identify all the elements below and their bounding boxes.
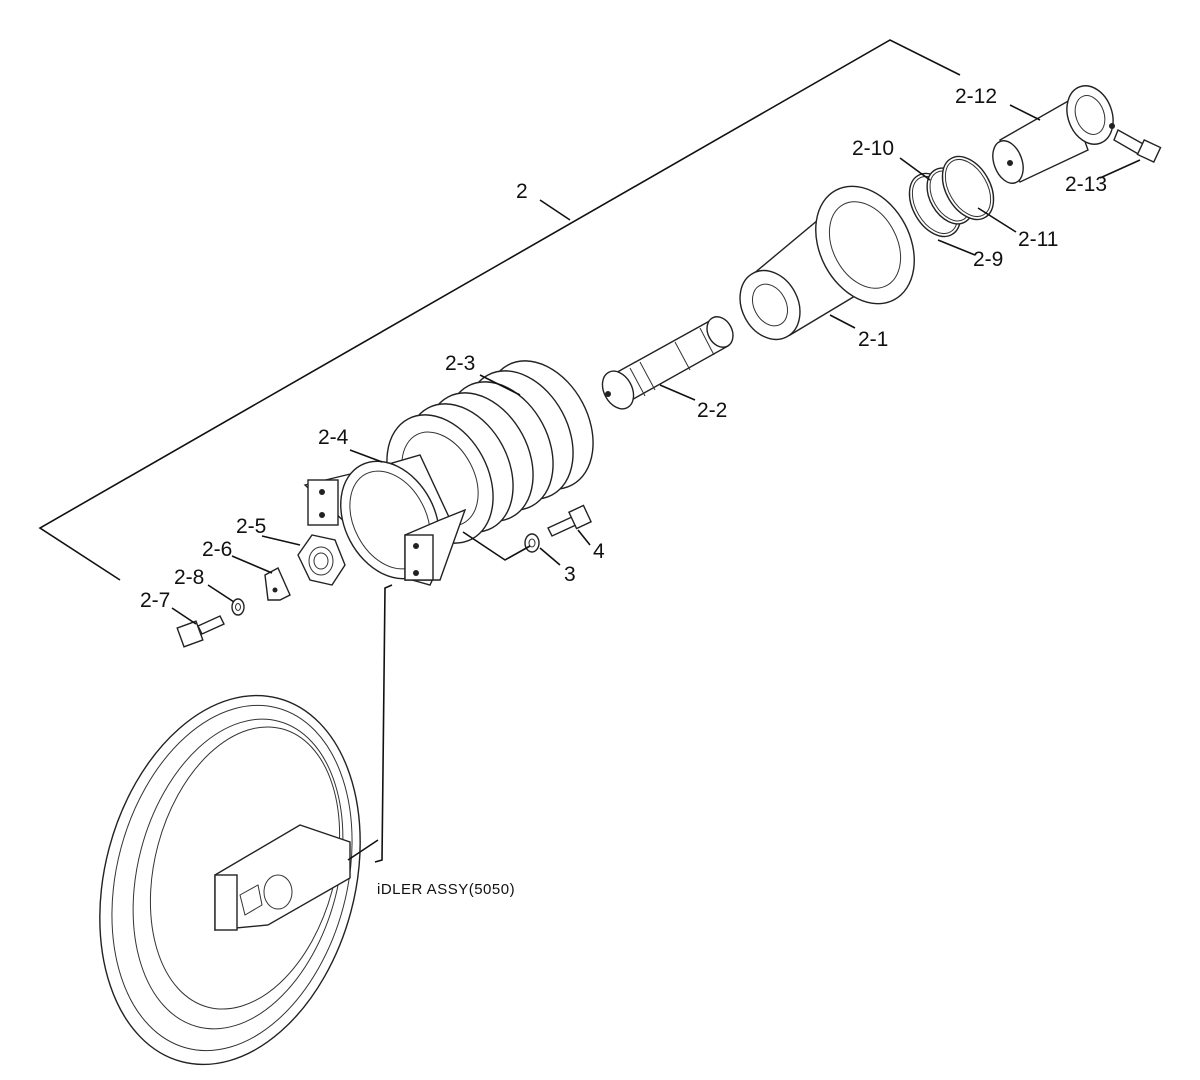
part-labels: 2 2-1 2-2 2-3 2-4 2-5 2-6 2-7 2-8 2-9 2-…: [140, 85, 1107, 898]
part-2-1-cylinder: [739, 185, 915, 341]
label-4: 4: [593, 540, 605, 563]
idler-assy-note: iDLER ASSY(5050): [377, 881, 515, 898]
label-2-7: 2-7: [140, 589, 170, 612]
assembly-bracket-2: [38, 39, 961, 581]
label-2-12: 2-12: [955, 85, 997, 108]
label-2: 2: [516, 180, 528, 203]
part-4-bolt: [547, 504, 592, 537]
part-2-8-washer: [231, 598, 245, 616]
part-2-4-yoke: [303, 454, 467, 586]
label-2-6: 2-6: [202, 538, 232, 561]
label-2-8: 2-8: [174, 566, 204, 589]
part-2-2-rod: [601, 316, 734, 410]
part-2-13-grease-fitting: [1113, 129, 1162, 163]
idler-wheel: [99, 694, 361, 1066]
label-2-10: 2-10: [852, 137, 894, 160]
part-2-12-pin: [992, 85, 1115, 184]
part-2-7-bolt: [176, 615, 225, 648]
part-2-11-o-ring: [941, 155, 995, 221]
label-2-13: 2-13: [1065, 173, 1107, 196]
leader-lines: [171, 104, 1141, 863]
part-2-5-nut: [297, 534, 346, 586]
label-2-1: 2-1: [858, 328, 888, 351]
part-2-6-lock-plate: [264, 567, 291, 601]
label-2-9: 2-9: [973, 248, 1003, 271]
part-3-washer: [524, 533, 540, 553]
label-2-3: 2-3: [445, 352, 475, 375]
label-2-11: 2-11: [1018, 228, 1058, 251]
label-2-2: 2-2: [697, 399, 727, 422]
label-3: 3: [564, 563, 576, 586]
label-2-4: 2-4: [318, 426, 349, 449]
label-2-5: 2-5: [236, 515, 266, 538]
